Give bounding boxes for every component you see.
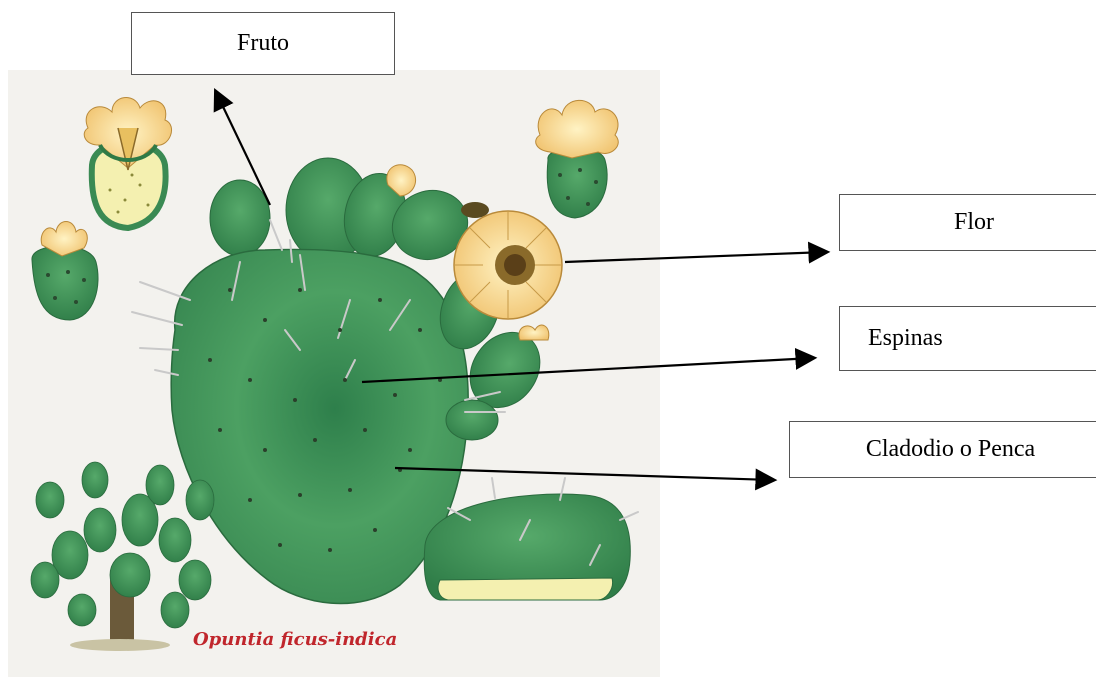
label-espinas: Espinas xyxy=(839,306,1096,371)
label-fruto: Fruto xyxy=(131,12,395,75)
label-flor: Flor xyxy=(839,194,1096,251)
label-cladodio-text: Cladodio o Penca xyxy=(866,436,1035,463)
flower-cross-section xyxy=(84,97,171,228)
label-espinas-text: Espinas xyxy=(868,325,943,352)
label-fruto-text: Fruto xyxy=(237,30,289,57)
open-flower xyxy=(454,211,562,319)
label-cladodio: Cladodio o Penca xyxy=(789,421,1096,478)
species-caption: Opuntia ficus-indica xyxy=(193,629,397,650)
label-flor-text: Flor xyxy=(954,209,994,236)
